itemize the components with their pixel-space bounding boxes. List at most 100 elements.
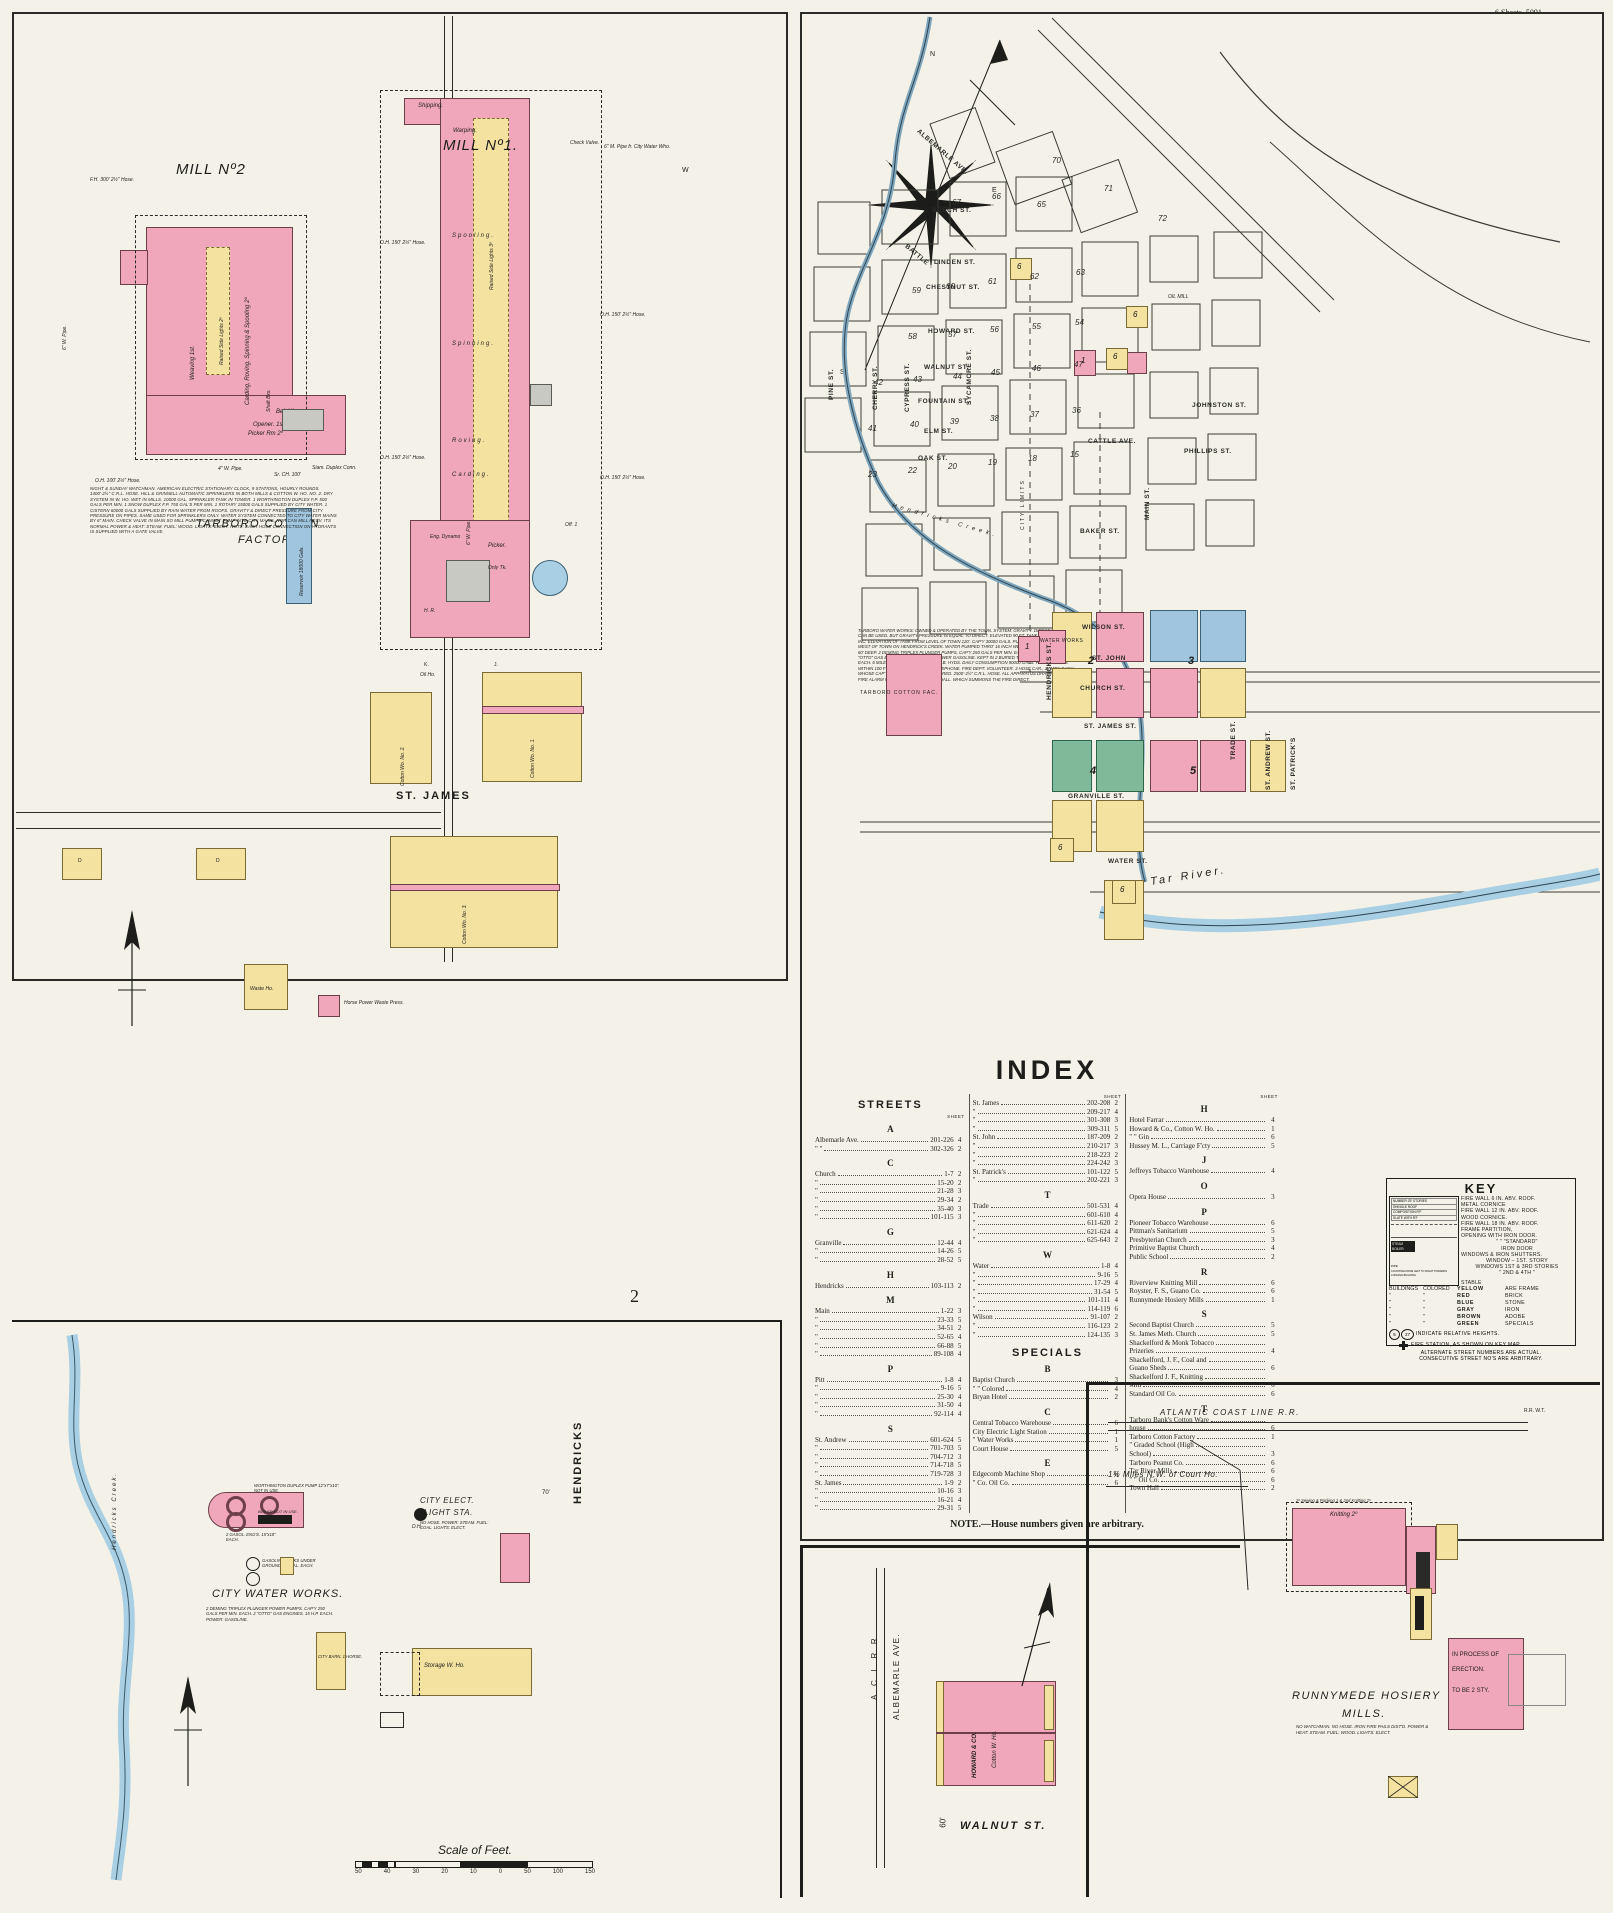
compass-point-w: W <box>682 167 689 174</box>
key-legend-diagram: NUMBER OF STORIES SHINGLE ROOF COMPOSITI… <box>1389 1196 1459 1286</box>
street-chestnut: CHESTNUT ST. <box>926 284 980 291</box>
sheet-badge-6b-label: 6 <box>1133 310 1138 319</box>
index-entry-sheet: 4 <box>1114 1384 1119 1393</box>
north-arrow-howard <box>1021 1582 1054 1687</box>
misc-label-citymain: 6" M. Pipe fr. City Water Who. <box>604 144 671 150</box>
key-color-name: RED <box>1457 1292 1471 1299</box>
index-entry-sheet: 2 <box>1271 1484 1275 1493</box>
runnymede-knitting-label: Knitting 2º <box>1330 1512 1358 1518</box>
key-diagram-slate: SLATE WITH R'F <box>1391 1215 1457 1222</box>
keymap-block-yellow-3 <box>1200 668 1246 718</box>
index-entry-name: Baptist Church <box>972 1376 1015 1385</box>
misc-label-checkvalve: Check Valve. <box>570 140 600 146</box>
scale-ticks <box>355 1861 595 1868</box>
index-entry-numbers: 101-115 <box>930 1213 954 1222</box>
key-line-7: " " "STANDARD" <box>1496 1239 1538 1246</box>
index-entry-sheet: 2 <box>957 1170 962 1179</box>
dim-70ft-label: 70' <box>542 1490 550 1496</box>
runnymede-sewing-label: 2º Sewing & Packing 1 & 2nd Knitting 2º <box>1296 1498 1371 1503</box>
key-diagram-shingle: SHINGLE ROOF <box>1391 1204 1457 1211</box>
index-entry-numbers: 1-22 <box>940 1307 954 1316</box>
index-leader-dots <box>1197 1437 1265 1439</box>
index-leader-dots <box>1210 1223 1265 1225</box>
mill-no1-picker-label: Picker. <box>488 543 507 549</box>
block-number-43: 43 <box>913 375 922 384</box>
index-leader-dots <box>1151 1138 1265 1140</box>
index-leader-dots <box>1168 1197 1265 1199</box>
city-water-works-title: CITY WATER WORKS. <box>212 1588 344 1600</box>
index-entry-name: " <box>972 1296 976 1305</box>
index-leader-dots <box>843 1483 943 1485</box>
key-line-8: IRON DOOR <box>1501 1245 1533 1252</box>
key-color-prefix: " <box>1389 1320 1391 1327</box>
key-diagram-counting: COUNTING FROM LEFT TO RIGHT TOWARDS LODG… <box>1391 1270 1447 1277</box>
compass-needle <box>864 39 1016 371</box>
index-entry-sheet: 1 <box>1271 1432 1275 1441</box>
index-entry-name: St. James Meth. Church <box>1129 1329 1197 1338</box>
reservoir-label: Reservoir 18000 Gals. <box>299 546 305 596</box>
index-row: Tarboro Peanut Co.6 <box>1129 1459 1279 1468</box>
index-entry-name: Wilson <box>972 1313 993 1322</box>
key-color-material: STONE <box>1505 1299 1525 1306</box>
runnymede-outbuilding-x <box>1388 1776 1418 1798</box>
index-entry-numbers: 23-33 <box>937 1315 954 1324</box>
index-sheet-label-2: SHEET <box>1103 1094 1122 1099</box>
index-entry-sheet: 5 <box>957 1435 962 1444</box>
index-leader-dots <box>977 1224 1086 1226</box>
block-number-59: 59 <box>912 286 921 295</box>
misc-label-srch: Sr. CH. 100' <box>274 472 301 478</box>
index-entry-numbers: 224-242 <box>1086 1159 1111 1168</box>
index-letter-heading: P <box>887 1363 894 1374</box>
round-tank <box>532 560 568 596</box>
index-entry-numbers: 103-113 <box>930 1281 954 1290</box>
index-entry-name: " <box>972 1236 976 1245</box>
index-leader-dots <box>1201 1249 1265 1251</box>
key-diagram-stories: NUMBER OF STORIES <box>1391 1198 1457 1205</box>
index-entry-name: Primitive Baptist Church <box>1129 1244 1200 1253</box>
index-letter-heading: A <box>887 1124 894 1134</box>
sheet-badge-1b-label: 1 <box>1025 642 1030 651</box>
index-entry-sheet: 2 <box>1114 1322 1119 1331</box>
index-entry-sheet: 3 <box>957 1307 962 1316</box>
street-main: MAIN ST. <box>1144 487 1151 520</box>
index-entry-sheet: 5 <box>957 1341 962 1350</box>
block-number-41: 41 <box>868 424 877 433</box>
index-leader-dots <box>819 1397 936 1399</box>
block-number-45: 45 <box>991 368 1000 377</box>
key-color-name: GRAY <box>1457 1306 1475 1313</box>
index-entry-sheet: 4 <box>1114 1261 1119 1270</box>
index-letter-heading: M <box>886 1295 895 1306</box>
index-entry-sheet: 5 <box>1271 1329 1275 1338</box>
block-number-37: 37 <box>1030 410 1039 419</box>
index-entry-name: Howard & Co., Cotton W. Ho. <box>1129 1124 1215 1133</box>
street-stjames: ST. JAMES ST. <box>1084 723 1137 730</box>
keymap-block-green-1 <box>1052 740 1092 792</box>
index-entry-sheet: 5 <box>1271 1227 1275 1236</box>
index-entry-name: " <box>815 1401 818 1410</box>
index-entry-numbers: 1-7 <box>944 1170 954 1179</box>
index-specials-header: SPECIALS <box>1011 1347 1083 1360</box>
index-entry-numbers: 1-8 <box>944 1375 954 1384</box>
block-number-47: 47 <box>1074 360 1083 369</box>
mill-no2-picker-label: Picker Rm 2º <box>248 431 283 437</box>
index-leader-dots <box>860 1141 929 1142</box>
sheet-badge-6d <box>1050 838 1074 862</box>
storage-warehouse-label: Storage W. Ho. <box>424 1663 465 1669</box>
index-entry-name: Opera House <box>1129 1192 1167 1201</box>
building-d-right <box>196 848 246 880</box>
key-diagram-pipe: PIPE <box>1391 1264 1398 1269</box>
key-fire-station-note: FIRE STATION, AS SHOWN ON KEY MAP. <box>1411 1342 1522 1349</box>
index-entry-sheet: 5 <box>957 1461 962 1470</box>
